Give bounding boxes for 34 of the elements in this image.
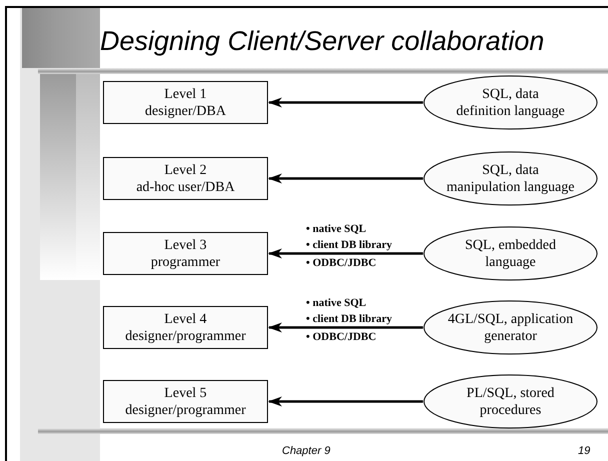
node-text: SQL, embedded language xyxy=(464,236,557,270)
language-ellipse xyxy=(423,226,598,281)
method-label: • ODBC/JDBC xyxy=(306,257,376,270)
level-box xyxy=(103,306,268,349)
language-ellipse xyxy=(423,151,598,206)
node-text: Level 1 designer/DBA xyxy=(144,86,227,120)
method-label: • native SQL xyxy=(306,223,366,236)
slide-title: Designing Client/Server collaboration xyxy=(100,26,544,57)
level-box xyxy=(103,380,268,423)
arrow xyxy=(268,396,423,406)
level-box xyxy=(103,157,268,200)
arrow xyxy=(268,248,423,258)
level-box xyxy=(103,232,268,275)
node-text: 4GL/SQL, application generator xyxy=(446,310,574,344)
footer-text: Chapter 9 xyxy=(282,445,330,457)
method-label: • native SQL xyxy=(306,297,366,310)
method-label: • ODBC/JDBC xyxy=(306,331,376,344)
node-text: Level 4 designer/programmer xyxy=(124,310,247,344)
language-ellipse xyxy=(423,300,598,355)
node-text: Level 5 designer/programmer xyxy=(124,384,247,418)
footer-text: 19 xyxy=(578,445,590,457)
node-text: SQL, data manipulation language xyxy=(446,162,576,196)
arrow xyxy=(268,98,423,108)
node-text: SQL, data definition language xyxy=(455,86,566,120)
node-text: PL/SQL, stored procedures xyxy=(466,384,556,418)
arrow xyxy=(268,322,423,332)
node-text: Level 3 programmer xyxy=(150,236,222,270)
level-box xyxy=(103,81,268,124)
node-text: Level 2 ad-hoc user/DBA xyxy=(135,162,236,196)
language-ellipse xyxy=(423,374,598,429)
method-label: • client DB library xyxy=(306,239,392,252)
language-ellipse xyxy=(423,75,598,130)
method-label: • client DB library xyxy=(306,313,392,326)
arrow xyxy=(268,174,423,184)
